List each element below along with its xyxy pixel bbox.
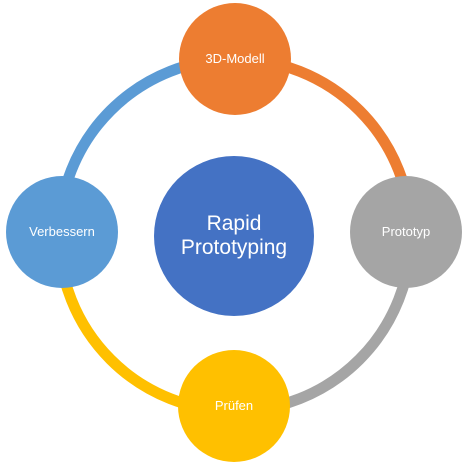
node-verbessern-circle <box>6 176 118 288</box>
node-pruefen-circle <box>178 350 290 462</box>
node-3d-modell-circle <box>179 3 291 115</box>
center-label-line-1: Rapid <box>206 211 262 235</box>
node-label-3d-modell: 3D-Modell <box>205 50 265 66</box>
node-prototyp-circle <box>350 176 462 288</box>
node-label-prototyp: Prototyp <box>381 223 431 239</box>
center-label: Rapid Prototyping <box>154 196 314 276</box>
center-label-line-2: Prototyping <box>180 236 288 259</box>
node-label-pruefen: Prüfen <box>214 397 254 413</box>
node-label-verbessern: Verbessern <box>29 223 95 239</box>
center-circle <box>154 156 314 316</box>
